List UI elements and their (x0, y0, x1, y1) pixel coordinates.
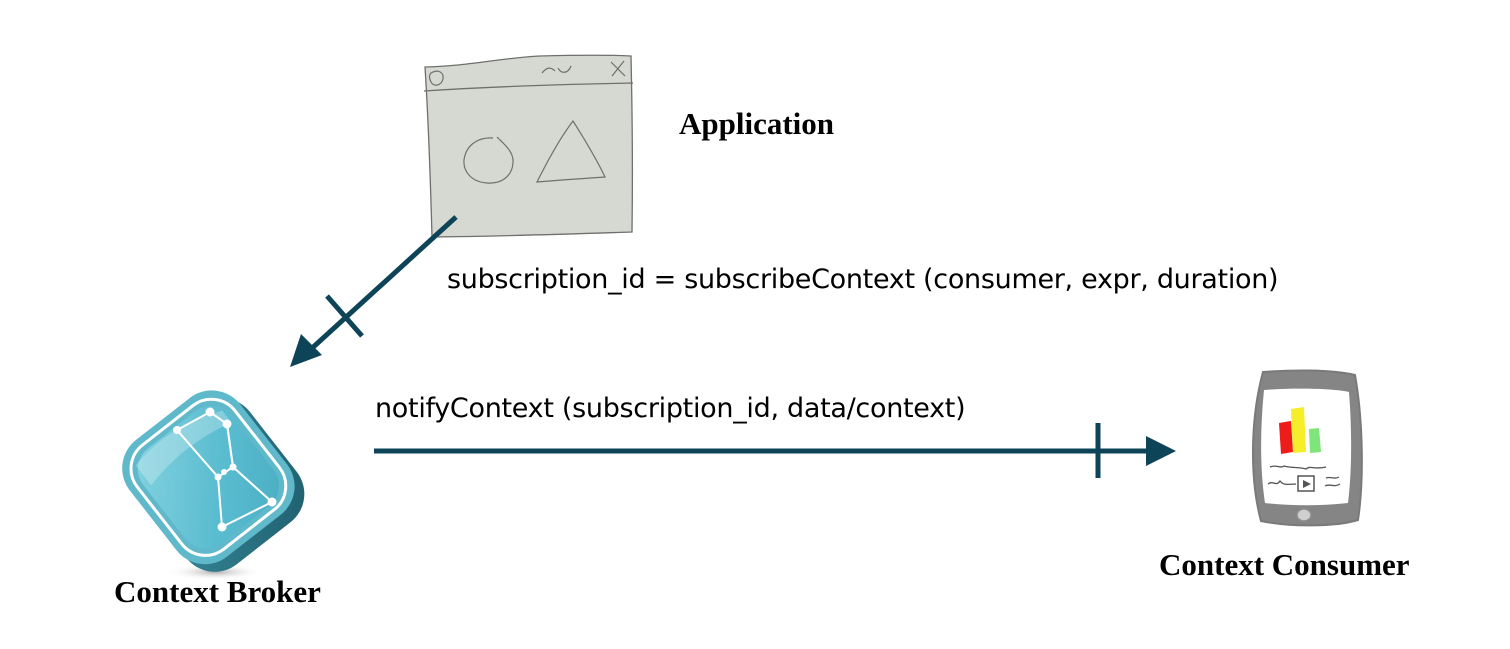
context-broker-label: Context Broker (114, 574, 321, 609)
subscribe-message-label: subscription_id = subscribeContext (cons… (447, 264, 1279, 295)
constellation-stars (173, 407, 277, 532)
window-circle-shape (463, 136, 514, 184)
window-menu-circle-icon (428, 70, 444, 86)
window-minimize-icon (557, 65, 572, 73)
chart-bar-red (1279, 421, 1293, 454)
window-triangle-shape (535, 119, 606, 183)
tablet-text-line (1269, 465, 1327, 470)
subscribe-arrowhead (290, 334, 322, 367)
context-consumer-tablet-icon (1251, 369, 1363, 527)
tablet-play-icon (1303, 480, 1311, 488)
window-close-icon (610, 60, 626, 77)
constellation-lines (175, 410, 274, 529)
tablet-play-icon-frame (1297, 475, 1315, 492)
notify-arrowhead (1146, 436, 1176, 466)
window-maximize-icon (541, 67, 556, 74)
chart-bar-yellow (1291, 407, 1306, 453)
subscribe-arrow (290, 215, 458, 367)
notify-arrow (374, 423, 1176, 478)
window-titlebar-divider (423, 82, 634, 92)
broker-logo-shadow (167, 564, 263, 580)
tablet-home-button (1296, 508, 1312, 522)
notify-message-label: notifyContext (subscription_id, data/con… (375, 393, 966, 424)
subscribe-arrow-tick (325, 294, 364, 338)
context-broker-logo-icon (122, 390, 305, 580)
application-window-icon (423, 54, 634, 238)
subscribe-arrow-line (308, 215, 458, 352)
chart-bar-green (1309, 428, 1321, 453)
application-label: Application (679, 106, 835, 141)
context-consumer-label: Context Consumer (1159, 547, 1410, 582)
